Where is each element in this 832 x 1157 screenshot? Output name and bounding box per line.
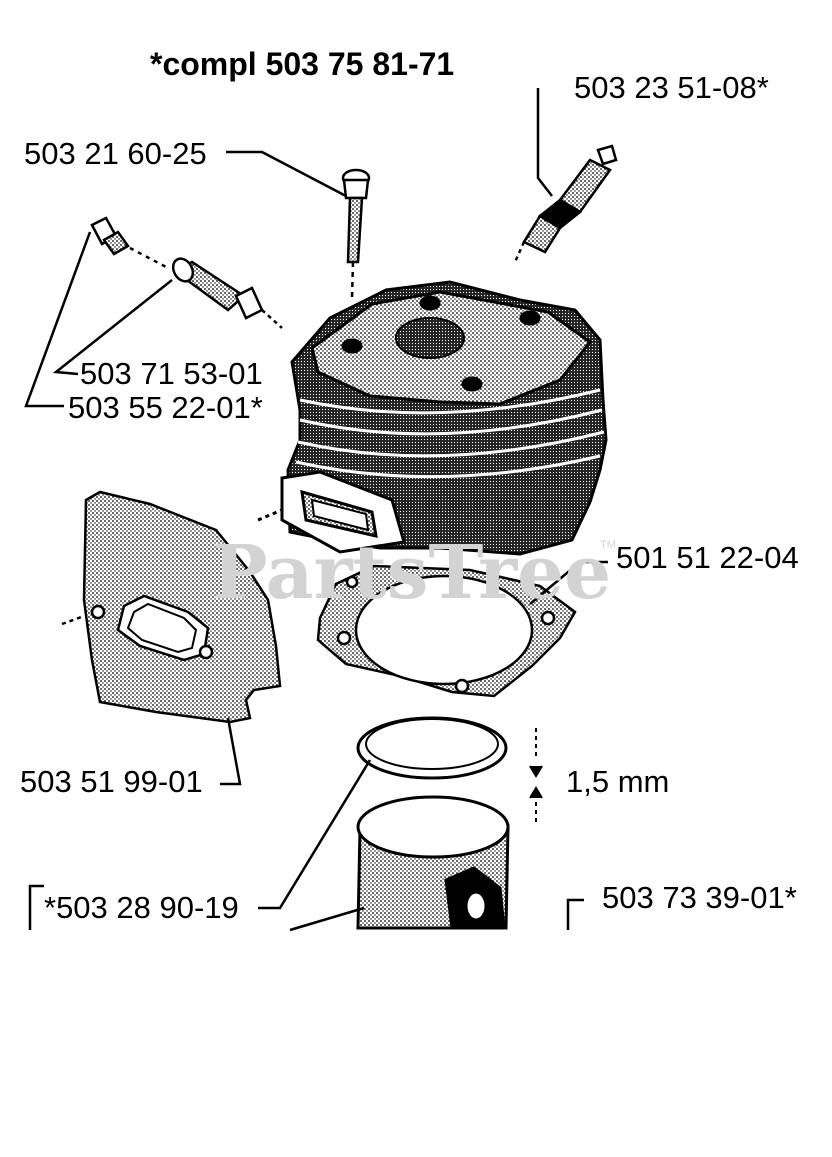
leader-lines <box>24 88 608 932</box>
watermark: PartsTree <box>212 530 612 616</box>
part-label-cylinder-gasket[interactable]: 501 51 22-04 <box>616 540 799 575</box>
screw-drawing <box>341 168 371 299</box>
exhaust-gasket-drawing <box>61 490 282 724</box>
piston-ring-drawing <box>356 716 508 780</box>
part-label-piston[interactable]: 503 73 39-01* <box>602 880 797 915</box>
spark-plug-drawing <box>513 144 618 263</box>
part-label-piston-ring[interactable]: *503 28 90-19 <box>44 890 239 925</box>
watermark-trademark: TM <box>600 539 616 551</box>
part-label-screw[interactable]: 503 21 60-25 <box>24 136 207 171</box>
part-label-valve-nipple[interactable]: 503 55 22-01* <box>68 390 263 425</box>
piston-drawing <box>356 795 510 930</box>
cylinder-drawing <box>257 280 608 556</box>
dimension-label: 1,5 mm <box>566 764 670 799</box>
cylinder-gasket-drawing <box>316 564 577 698</box>
valve-nipple-drawing <box>90 216 169 270</box>
dimension-marker <box>529 728 543 822</box>
part-label-decompression-valve[interactable]: 503 71 53-01 <box>80 356 263 391</box>
part-label-spark-plug[interactable]: 503 23 51-08* <box>574 70 769 105</box>
assembly-title: *compl 503 75 81-71 <box>150 46 455 82</box>
decompression-valve-drawing <box>171 257 283 329</box>
part-label-exhaust-gasket[interactable]: 503 51 99-01 <box>20 764 203 799</box>
